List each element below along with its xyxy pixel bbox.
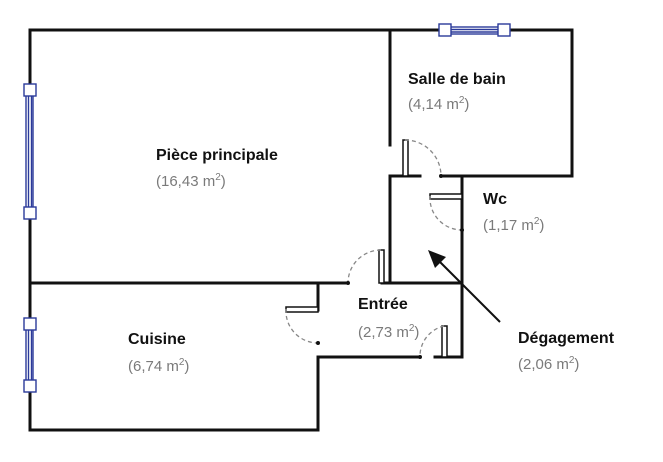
degagement-arrow	[428, 250, 501, 323]
window-left-lower	[23, 317, 37, 393]
room-name-salle-de-bain: Salle de bain	[408, 71, 506, 88]
room-name-wc: Wc	[483, 191, 507, 208]
door-salle-de-bain	[402, 139, 442, 177]
room-area-degagement: (2,06 m2)	[518, 355, 580, 373]
room-area-piece-principale: (16,43 m2)	[156, 172, 226, 190]
room-name-degagement: Dégagement	[518, 330, 615, 347]
window-left-upper	[23, 83, 37, 220]
room-area-entree: (2,73 m2)	[358, 323, 420, 341]
window-top	[438, 23, 511, 37]
door-wc	[429, 193, 463, 231]
room-area-wc: (1,17 m2)	[483, 216, 545, 234]
door-hinges	[316, 174, 464, 359]
doors	[285, 139, 463, 358]
room-area-salle-de-bain: (4,14 m2)	[408, 95, 470, 113]
room-name-entree: Entrée	[358, 296, 408, 313]
door-corridor	[347, 249, 385, 284]
room-name-piece-principale: Pièce principale	[156, 147, 278, 164]
door-entree	[419, 325, 448, 358]
room-area-cuisine: (6,74 m2)	[128, 357, 190, 375]
door-cuisine	[285, 306, 319, 344]
room-name-cuisine: Cuisine	[128, 331, 186, 348]
windows	[23, 23, 511, 393]
outer-wall-left	[28, 28, 422, 432]
